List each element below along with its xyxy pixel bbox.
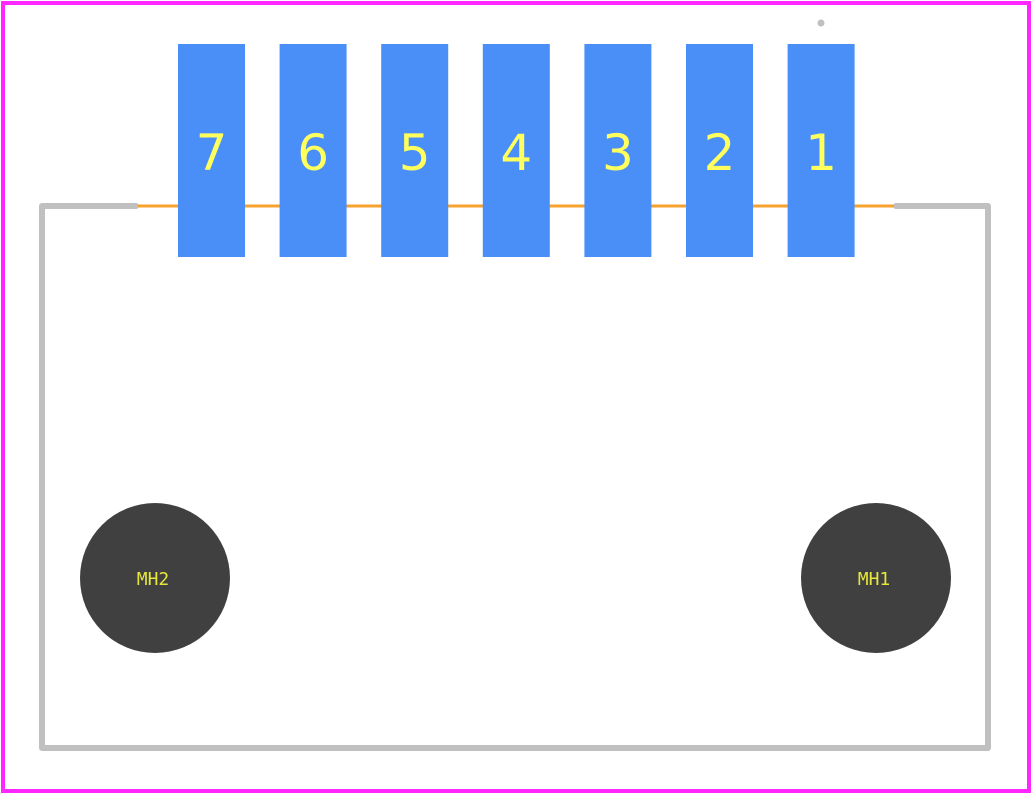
pad-rect [482,44,550,257]
pad-rect [686,44,753,257]
pad-rect [381,44,449,257]
pad-rect [787,44,855,257]
mounting-hole-label: MH1 [858,569,891,590]
pin1-marker [817,19,825,27]
pad-4: 4 [482,44,550,257]
pads-group: 7 6 5 4 3 2 1 [178,44,855,257]
mounting-hole-mh1: MH1 [801,503,951,653]
pad-label: 1 [805,124,837,182]
pad-2: 2 [686,44,753,257]
pad-rect [584,44,652,257]
pad-label: 4 [500,124,532,182]
pad-3: 3 [584,44,652,257]
pad-rect [178,44,245,257]
pad-1: 1 [787,44,855,257]
pad-label: 3 [602,124,634,182]
pad-6: 6 [279,44,347,257]
pad-7: 7 [178,44,245,257]
pad-rect [279,44,347,257]
pad-label: 7 [196,124,228,182]
silkscreen-outline [39,203,991,751]
pad-label: 5 [399,124,431,182]
mounting-hole-circle [80,503,230,653]
pad-label: 2 [704,124,736,182]
mounting-hole-mh2: MH2 [80,503,230,653]
mounting-holes-group: MH2 MH1 [80,503,951,653]
pad-5: 5 [381,44,449,257]
pad-label: 6 [297,124,329,182]
mounting-hole-label: MH2 [137,569,170,590]
mounting-hole-circle [801,503,951,653]
